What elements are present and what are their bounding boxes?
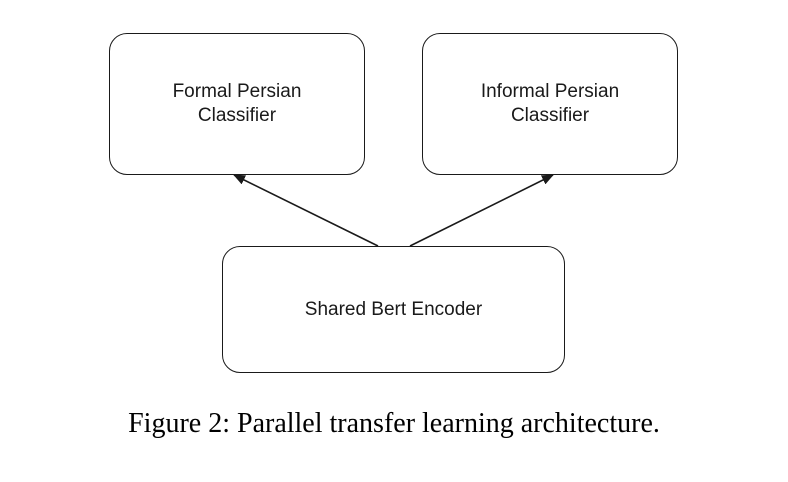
shared-bert-encoder-label: Shared Bert Encoder [304, 298, 483, 320]
informal-persian-classifier-label: Informal Persian Classifier [480, 81, 620, 126]
shared-bert-encoder-node: Shared Bert Encoder [222, 246, 565, 373]
formal-persian-classifier-node: Formal Persian Classifier [109, 33, 365, 175]
edge-encoder-to-formal-arrow [233, 174, 379, 247]
formal-persian-classifier-label: Formal Persian Classifier [172, 81, 302, 126]
informal-persian-classifier-node: Informal Persian Classifier [422, 33, 678, 175]
edge-encoder-to-informal-arrow [409, 174, 554, 247]
figure-caption: Figure 2: Parallel transfer learning arc… [128, 408, 660, 439]
